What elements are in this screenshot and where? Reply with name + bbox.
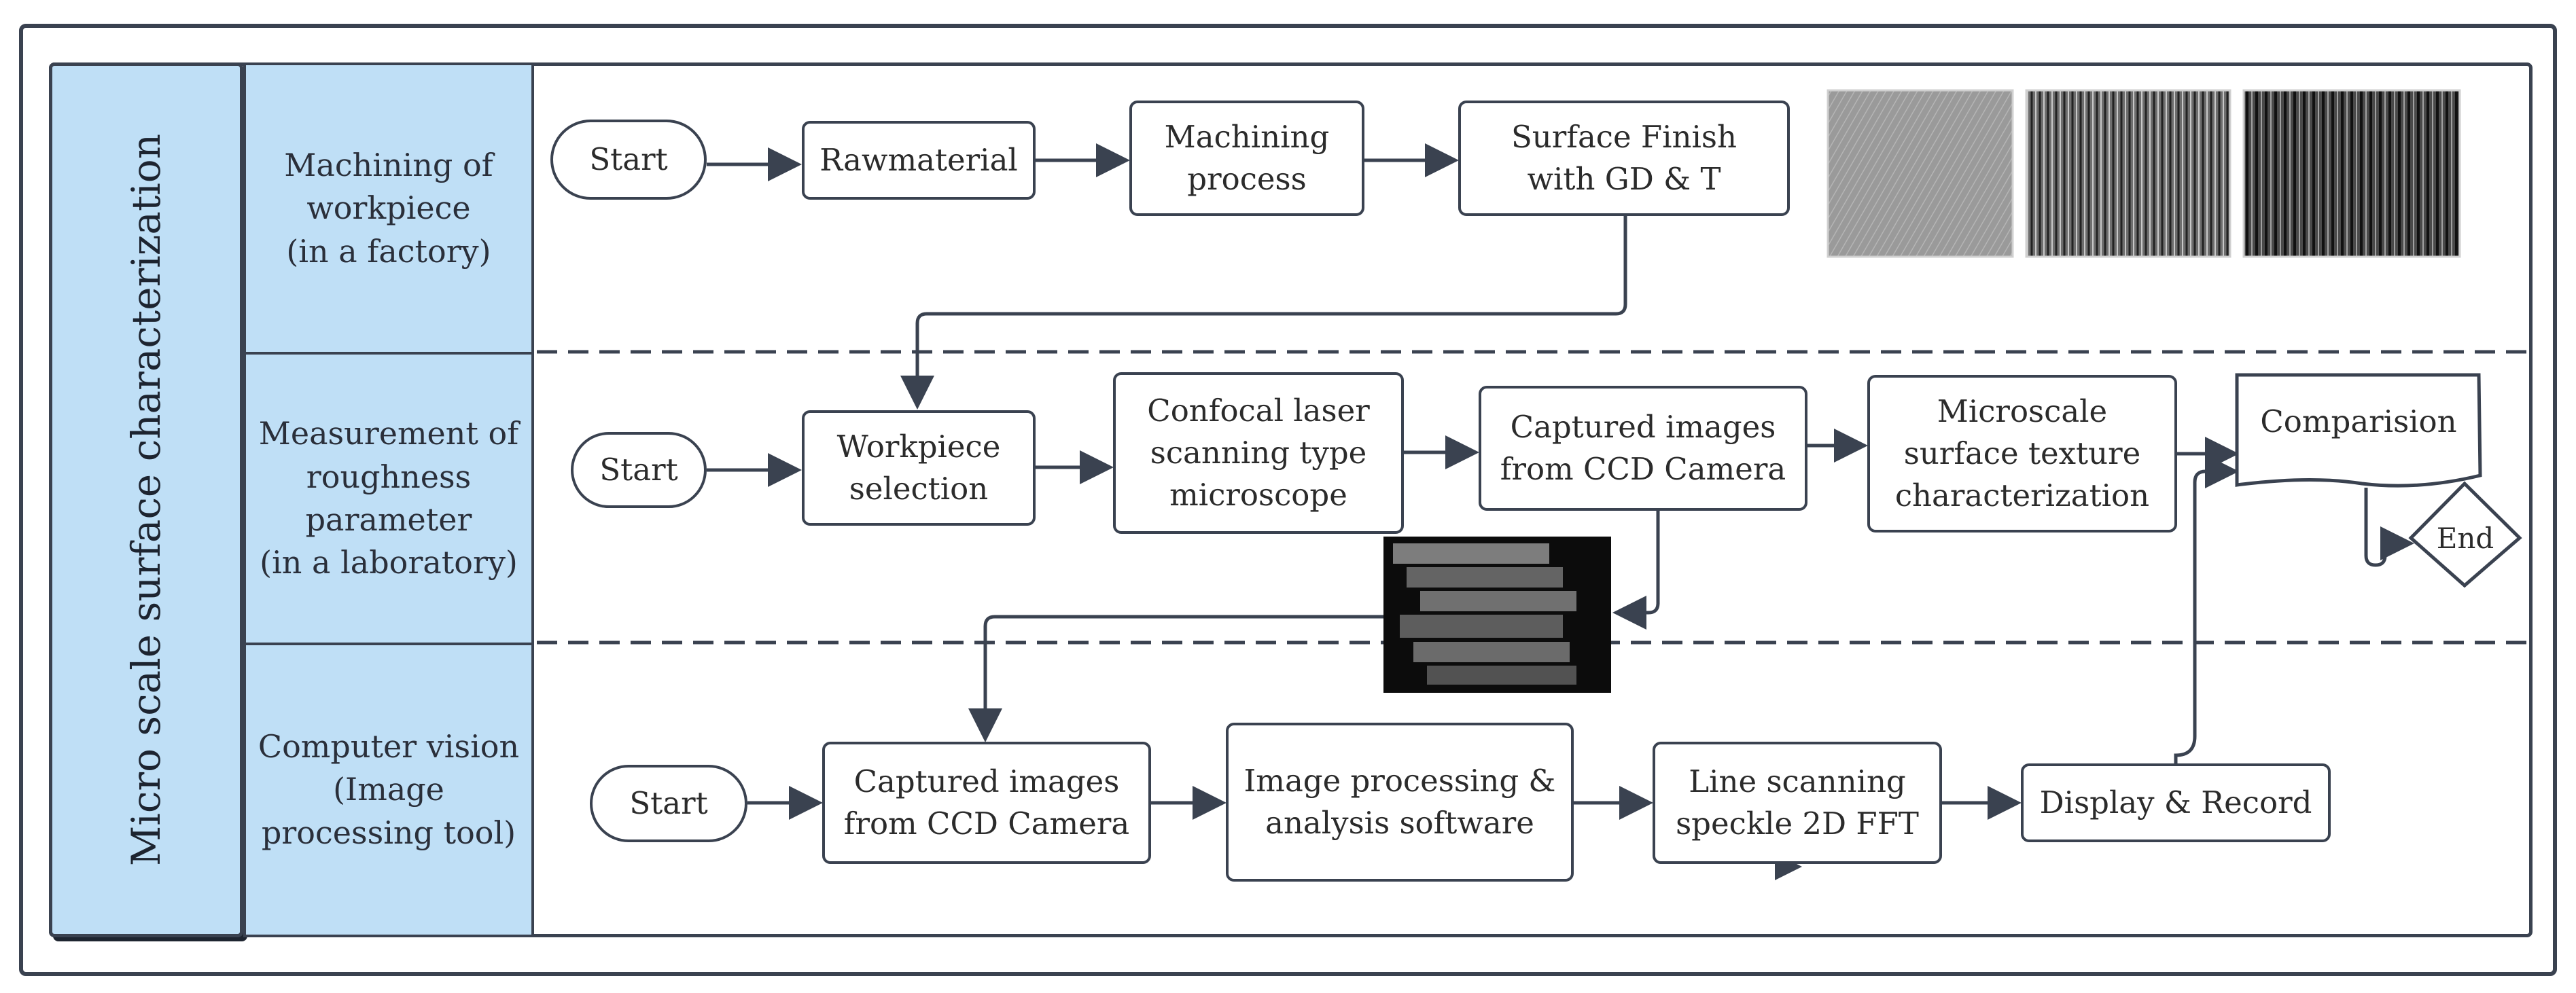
arrow-display-comparison: [2174, 454, 2239, 763]
lane-measurement-label: Measurement of roughness parameter (in a…: [258, 415, 519, 581]
title-column: Micro scale surface characterization: [49, 62, 243, 937]
start-node-2: Start: [571, 432, 707, 508]
surface-finish-label: Surface Finish with GD & T: [1511, 118, 1737, 197]
raw-material-node: Rawmaterial: [802, 121, 1036, 200]
workpiece-selection-label: Workpiece selection: [836, 428, 1001, 507]
comparison-shape: [2235, 373, 2482, 488]
confocal-microscope-label: Confocal laser scanning type microscope: [1147, 392, 1370, 513]
image-processing-node: Image processing & analysis software: [1226, 723, 1574, 882]
arrow-captured-stack: [1612, 511, 1660, 630]
start-label-2: Start: [599, 451, 678, 488]
surface-texture-image: [1827, 89, 2461, 258]
microscale-characterization-label: Microscale surface texture characterizat…: [1894, 393, 2150, 514]
line-scanning-label: Line scanning speckle 2D FFT: [1676, 763, 1919, 842]
arrow-comparison-end: [2364, 488, 2414, 567]
end-label: End: [2436, 521, 2494, 555]
workpiece-selection-node: Workpiece selection: [802, 410, 1036, 526]
captured-images-node-3: Captured images from CCD Camera: [822, 742, 1151, 864]
lane-computer-vision-label: Computer vision (Image processing tool): [258, 727, 520, 851]
surface-finish-node: Surface Finish with GD & T: [1458, 101, 1790, 216]
start-node-3: Start: [590, 765, 747, 842]
machining-process-node: Machining process: [1129, 101, 1364, 216]
lane-computer-vision: Computer vision (Image processing tool): [243, 643, 534, 937]
image-stack-image: [1383, 537, 1611, 693]
start-node-1: Start: [550, 120, 707, 200]
start-label-1: Start: [589, 141, 668, 177]
end-shape: [2408, 481, 2522, 588]
lane-machining-label: Machining of workpiece (in a factory): [284, 146, 493, 270]
arrow-finish-workpiece: [900, 216, 1627, 410]
arrow-stack-captured3: [968, 615, 1383, 742]
microscale-characterization-node: Microscale surface texture characterizat…: [1867, 375, 2177, 532]
line-scanning-node: Line scanning speckle 2D FFT: [1653, 742, 1942, 864]
raw-material-label: Rawmaterial: [819, 141, 1018, 178]
image-processing-label: Image processing & analysis software: [1243, 762, 1556, 841]
captured-images-label-3: Captured images from CCD Camera: [843, 763, 1130, 842]
display-record-node: Display & Record: [2021, 763, 2331, 842]
machining-process-label: Machining process: [1164, 118, 1330, 197]
comparison-label: Comparision: [2260, 403, 2457, 439]
start-label-3: Start: [629, 784, 708, 821]
end-node: End: [2411, 511, 2520, 565]
outer-frame: [19, 24, 2557, 976]
captured-images-label-2: Captured images from CCD Camera: [1500, 408, 1786, 487]
display-record-label: Display & Record: [2039, 784, 2312, 820]
comparison-node: Comparision: [2237, 380, 2480, 462]
captured-images-node-2: Captured images from CCD Camera: [1479, 386, 1807, 511]
lane-measurement: Measurement of roughness parameter (in a…: [243, 352, 534, 645]
lane-machining: Machining of workpiece (in a factory): [243, 62, 534, 355]
confocal-microscope-node: Confocal laser scanning type microscope: [1113, 372, 1404, 534]
